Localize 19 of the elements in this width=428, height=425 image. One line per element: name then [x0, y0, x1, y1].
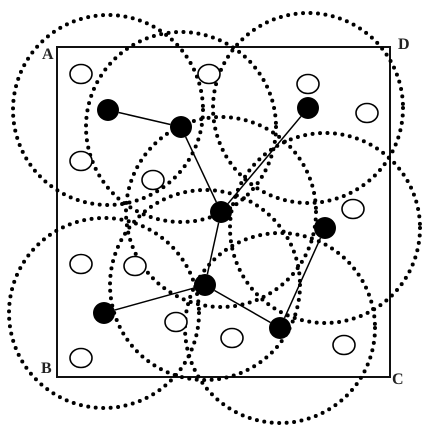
sensor-node [97, 99, 119, 121]
corner-label: A [42, 47, 54, 63]
link-line [284, 238, 322, 318]
link-line [214, 290, 271, 324]
link-line [185, 136, 217, 202]
corner-label: B [41, 361, 52, 377]
sensor-node [297, 97, 319, 119]
corner-label: C [392, 372, 404, 388]
sensor-node [170, 116, 192, 138]
sensor-node [269, 317, 291, 339]
link-line [227, 116, 302, 204]
sensor-node [210, 201, 232, 223]
link-line [114, 287, 195, 311]
link-line [118, 112, 170, 126]
sensor-node [314, 217, 336, 239]
link-line [206, 222, 220, 274]
sensor-node [194, 274, 216, 296]
sensor-node [93, 302, 115, 324]
corner-label: D [398, 37, 410, 53]
